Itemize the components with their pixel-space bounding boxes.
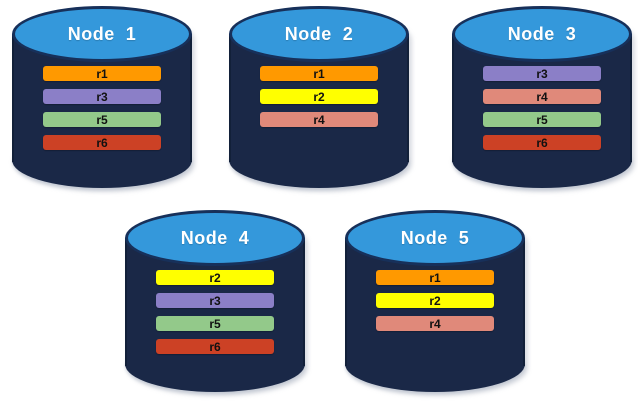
replica-bar-r4[interactable]: r4: [483, 89, 601, 104]
cylinder-top-ellipse: [12, 6, 192, 62]
replica-bar-r2[interactable]: r2: [260, 89, 378, 104]
cylinder-top-ellipse: [345, 210, 525, 266]
cylinder-top-ellipse: [452, 6, 632, 62]
replica-bar-r5[interactable]: r5: [156, 316, 274, 331]
replica-bar-r1[interactable]: r1: [260, 66, 378, 81]
cylinder-top-ellipse: [125, 210, 305, 266]
replica-bar-r2[interactable]: r2: [376, 293, 494, 308]
replica-bar-r6[interactable]: r6: [43, 135, 161, 150]
replica-bar-r3[interactable]: r3: [43, 89, 161, 104]
replica-bar-r4[interactable]: r4: [376, 316, 494, 331]
database-cylinder-3[interactable]: Node 3 r3 r4 r5 r6: [452, 6, 635, 192]
replica-bar-r5[interactable]: r5: [483, 112, 601, 127]
replica-bar-r1[interactable]: r1: [43, 66, 161, 81]
node-title-label: Node 3: [507, 23, 577, 44]
cylinder-top-ellipse: [229, 6, 409, 62]
replica-bar-r3[interactable]: r3: [156, 293, 274, 308]
node-title-label: Node 1: [67, 23, 137, 44]
node-title-label: Node 5: [400, 227, 470, 248]
replica-bar-r1[interactable]: r1: [376, 270, 494, 285]
database-cylinder-1[interactable]: Node 1 r1 r3 r5 r6: [12, 6, 195, 192]
replica-list: r1 r2 r4: [345, 270, 525, 339]
replica-bar-r2[interactable]: r2: [156, 270, 274, 285]
replica-bar-r3[interactable]: r3: [483, 66, 601, 81]
replica-bar-r6[interactable]: r6: [483, 135, 601, 150]
replica-list: r2 r3 r5 r6: [125, 270, 305, 362]
replica-bar-r5[interactable]: r5: [43, 112, 161, 127]
replica-list: r1 r2 r4: [229, 66, 409, 135]
replica-list: r1 r3 r5 r6: [12, 66, 192, 158]
database-cylinder-2[interactable]: Node 2 r1 r2 r4: [229, 6, 412, 192]
replica-list: r3 r4 r5 r6: [452, 66, 632, 158]
replica-bar-r4[interactable]: r4: [260, 112, 378, 127]
database-cylinder-4[interactable]: Node 4 r2 r3 r5 r6: [125, 210, 308, 396]
node-title-label: Node 2: [284, 23, 354, 44]
node-title-label: Node 4: [180, 227, 250, 248]
replica-bar-r6[interactable]: r6: [156, 339, 274, 354]
database-cylinder-5[interactable]: Node 5 r1 r2 r4: [345, 210, 528, 396]
